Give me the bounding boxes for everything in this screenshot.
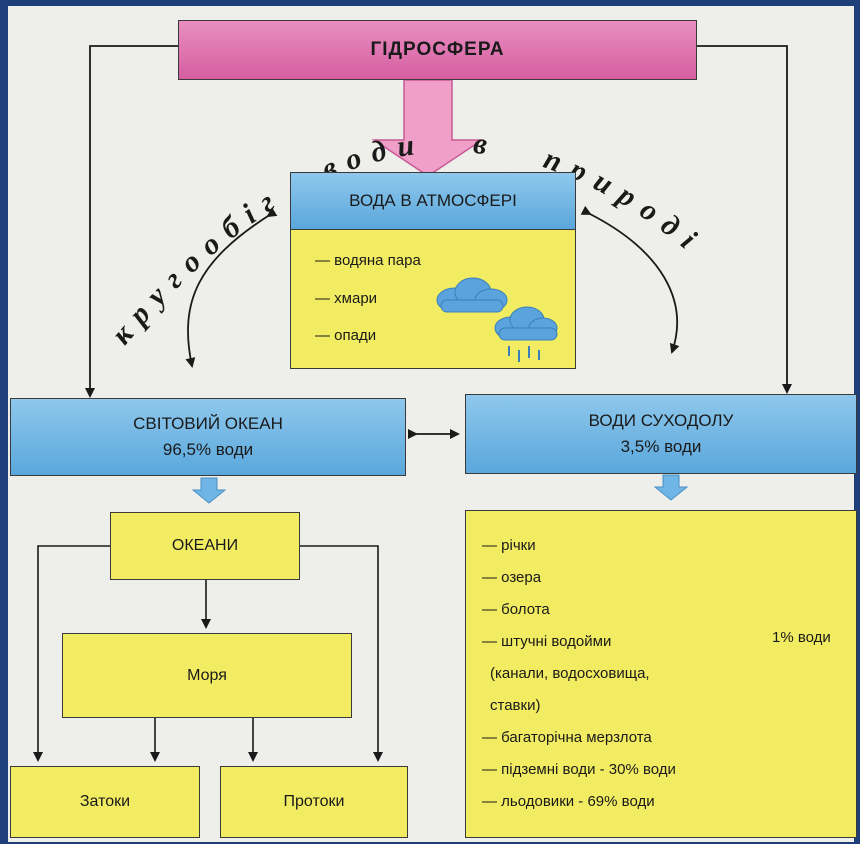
bays-label: Затоки — [79, 793, 131, 810]
land-item-artificial-detail: (канали, водосховища, — [490, 665, 650, 682]
land-waters-box: ВОДИ СУХОДОЛУ 3,5% води — [465, 394, 857, 474]
bays-box: Затоки — [10, 766, 200, 838]
land-waters-share: 3,5% води — [620, 437, 702, 456]
hydrosphere-box: ГІДРОСФЕРА — [178, 20, 697, 80]
land-waters-title: ВОДИ СУХОДОЛУ — [588, 411, 734, 430]
world-ocean-box: СВІТОВИЙ ОКЕАН 96,5% води — [10, 398, 406, 476]
land-item-swamps: — болота — [482, 601, 550, 618]
land-item-permafrost: — багаторічна мерзлота — [482, 729, 652, 746]
bracket-label: 1% води — [772, 629, 831, 646]
atmosphere-item: — опади — [315, 327, 377, 344]
land-waters-list-box: — річки — озера — болота — штучні водойм… — [465, 510, 857, 838]
atmosphere-header: ВОДА В АТМОСФЕРІ — [290, 172, 576, 230]
oceans-box: ОКЕАНИ — [110, 512, 300, 580]
land-item-artificial-detail-2: ставки) — [490, 697, 541, 714]
hydro-to-ocean-line — [85, 45, 178, 398]
hydrosphere-title: ГІДРОСФЕРА — [370, 39, 505, 60]
hydro-to-land-line — [697, 45, 792, 394]
world-ocean-title: СВІТОВИЙ ОКЕАН — [133, 414, 283, 433]
straits-box: Протоки — [220, 766, 408, 838]
land-down-arrow — [653, 474, 689, 501]
atmosphere-item: — водяна пара — [315, 252, 421, 269]
atmo-ocean-curve — [185, 207, 278, 368]
seas-label: Моря — [187, 666, 227, 684]
atmosphere-body: — водяна пара — хмари — опади — [290, 229, 576, 369]
arc-word-1: кругообіг — [105, 179, 290, 350]
land-item-rivers: — річки — [482, 537, 536, 554]
arc-word-3: в — [472, 127, 500, 163]
oceans-to-bays-line — [33, 545, 110, 762]
world-ocean-share: 96,5% води — [162, 440, 254, 459]
land-item-groundwater: — підземні води - 30% води — [482, 761, 676, 778]
hydro-down-arrow — [371, 79, 485, 177]
seas-box: Моря — [62, 633, 352, 718]
land-item-lakes: — озера — [482, 569, 542, 586]
oceans-to-straits-line — [300, 545, 383, 762]
land-item-glaciers: — льодовики - 69% води — [482, 793, 655, 810]
rain-clouds-icon — [436, 277, 558, 362]
land-item-artificial: — штучні водойми — [482, 633, 612, 650]
atmosphere-item: — хмари — [315, 290, 378, 307]
atmosphere-title: ВОДА В АТМОСФЕРІ — [349, 191, 517, 210]
oceans-label: ОКЕАНИ — [171, 537, 239, 554]
straits-label: Протоки — [283, 793, 345, 810]
atmo-land-curve — [580, 205, 680, 354]
ocean-down-arrow — [191, 477, 227, 504]
